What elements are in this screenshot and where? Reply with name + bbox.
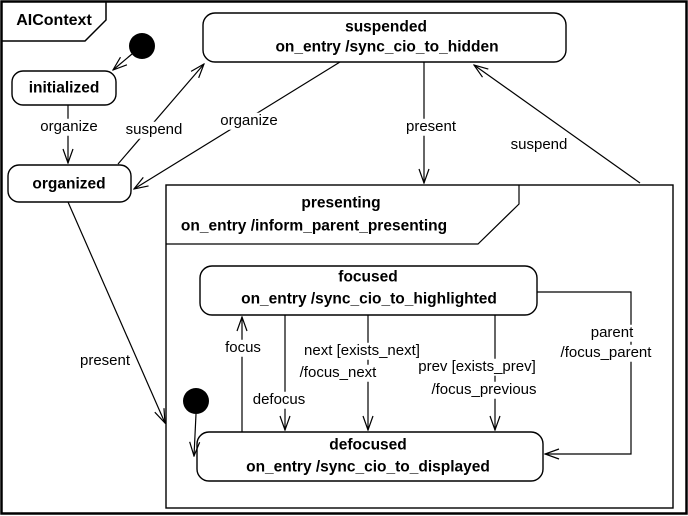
transition-organized-to-presenting [67,201,165,423]
state-presenting-name: presenting [301,194,381,212]
transition-label-organize-1: organize [38,117,100,136]
transition-label-present-2: present [77,351,133,370]
transition-presenting-to-suspended [474,65,641,184]
state-focused-name: focused [338,268,398,286]
state-focused-entry-action: on_entry /sync_cio_to_highlighted [241,290,497,308]
state-organized-name: organized [32,175,106,193]
state-suspended-box [202,12,567,63]
transition-label-next-action: /focus_next [297,363,379,382]
state-initialized-box [11,70,117,106]
transition-organized-to-suspended [117,64,204,165]
transition-label-suspend-2: suspend [508,135,570,154]
transition-label-present-1: present [403,117,459,136]
transition-label-defocus: defocus [250,390,308,409]
state-organized-box [7,164,132,203]
transition-label-prev-action: /focus_previous [429,380,539,399]
state-presenting-entry-action: on_entry /inform_parent_presenting [180,217,448,235]
presenting-initial-state-dot [183,388,209,414]
transition-presenting-initial-to-defocused [194,413,196,456]
state-suspended-entry-action: on_entry /sync_cio_to_hidden [275,38,499,56]
state-defocused-name: defocused [329,436,407,454]
transition-label-suspend-1: suspend [123,120,185,139]
transition-initial-to-initialized [113,53,133,70]
frame-title-tab [1,1,107,42]
transition-label-focus: focus [223,338,263,357]
transition-label-parent-trigger: parent [588,323,636,342]
transition-label-organize-2: organize [218,111,280,130]
transition-label-parent-action: /focus_parent [558,343,654,362]
transition-label-prev-trigger: prev [exists_prev] [416,357,538,376]
state-defocused-entry-action: on_entry /sync_cio_to_displayed [246,458,490,476]
state-initialized-name: initialized [28,79,100,97]
state-presenting-name-compartment [166,185,520,245]
transition-label-next-trigger: next [exists_next] [302,341,422,360]
frame-title: AIContext [16,12,92,30]
transition-focused-to-defocused-parent [537,291,632,454]
state-suspended-name: suspended [345,18,427,36]
initial-state-dot [129,33,155,59]
